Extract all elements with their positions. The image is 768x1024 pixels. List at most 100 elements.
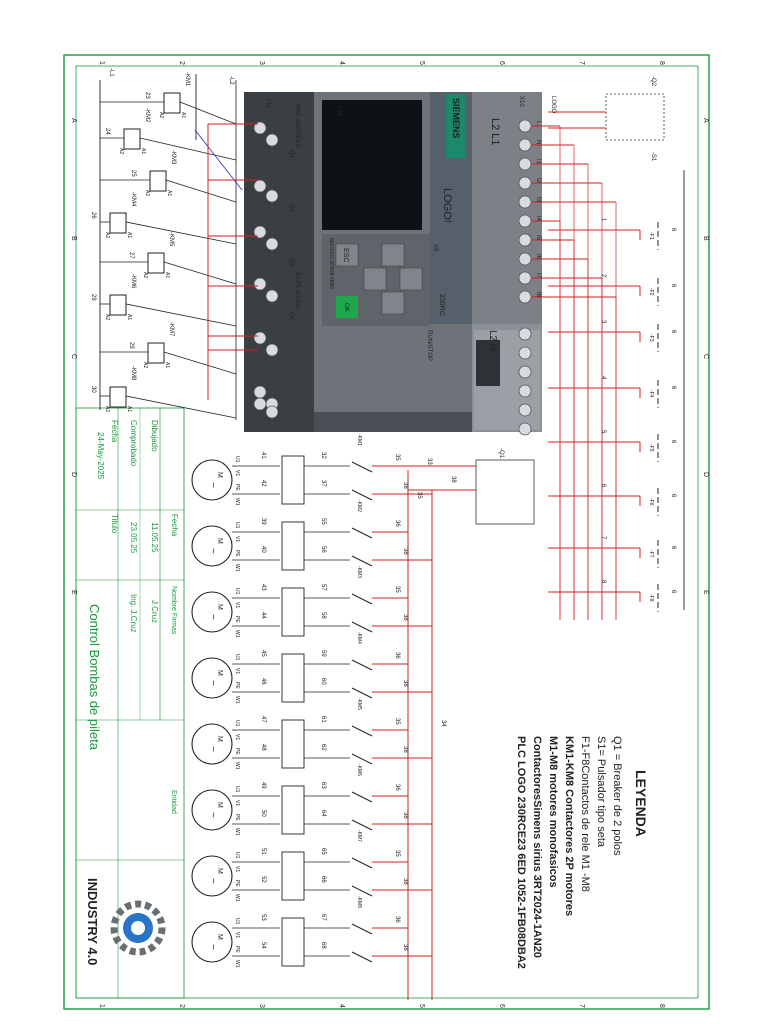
breaker-q2-label: -Q2 bbox=[650, 76, 656, 87]
motor-symbol bbox=[191, 591, 233, 633]
motor-terminal: PE bbox=[234, 748, 240, 755]
coil-terminal: A2 bbox=[158, 112, 164, 118]
contactor-contact bbox=[351, 489, 373, 501]
terminal-screw bbox=[265, 133, 279, 147]
coil-terminal: A1 bbox=[140, 148, 146, 154]
wire-number: 6 bbox=[670, 330, 676, 334]
grid-number: 5 bbox=[418, 61, 425, 65]
motor-terminal: U1 bbox=[234, 654, 240, 661]
rail-label: -L1 bbox=[108, 68, 114, 77]
terminal-screw bbox=[265, 289, 279, 303]
wire-number: 54 bbox=[260, 942, 266, 949]
wire-number: 6 bbox=[670, 386, 676, 390]
terminal-screw bbox=[518, 214, 532, 228]
contactor-contact bbox=[351, 885, 373, 897]
wire-number: 45 bbox=[260, 650, 266, 657]
wire-number: 35 bbox=[394, 718, 400, 725]
contactor-label: -KM8 bbox=[356, 896, 362, 908]
wire-number: 6 bbox=[670, 284, 676, 288]
bus-label: 33 bbox=[426, 458, 432, 465]
coil-wire bbox=[179, 101, 237, 125]
motor-terminal: V1 bbox=[234, 536, 240, 542]
output-label: Q2 bbox=[288, 204, 294, 213]
plc-lan: X1 P1 (ELAN) bbox=[294, 272, 300, 310]
motor-label: M bbox=[216, 670, 223, 676]
motor-symbol bbox=[191, 525, 233, 567]
contactor-contact bbox=[351, 527, 373, 539]
dib-nombre: J.Cruz bbox=[150, 600, 159, 623]
breaker-q2: -Q2 -S1 bbox=[605, 76, 665, 162]
wire-number: 25 bbox=[130, 170, 136, 177]
motor-ac-glyph: ~ bbox=[207, 680, 218, 686]
input-wire-number: 6 bbox=[600, 484, 606, 488]
plc-esc-label: ESC bbox=[342, 248, 349, 262]
wire-number: 23 bbox=[144, 92, 150, 99]
coil-terminal: A1 bbox=[164, 272, 170, 278]
terminal-label: I7 bbox=[535, 273, 541, 279]
coil-wire bbox=[139, 137, 237, 161]
grid-number: 1 bbox=[98, 1004, 105, 1008]
wire-number: 29 bbox=[128, 342, 134, 349]
contactor-contact bbox=[351, 819, 373, 831]
terminal-screw bbox=[265, 343, 279, 357]
motor-label: M bbox=[216, 736, 223, 742]
relay-label: -F3 bbox=[648, 334, 654, 342]
input-wire-number: 7 bbox=[600, 536, 606, 540]
wire-number: 42 bbox=[260, 480, 266, 487]
motor-ac-glyph: ~ bbox=[207, 878, 218, 884]
terminal-label: N bbox=[535, 140, 541, 144]
wire-number: 61 bbox=[320, 716, 326, 723]
terminal-screw bbox=[518, 157, 532, 171]
input-wire-number: 5 bbox=[600, 430, 606, 434]
plc-ok-label: OK bbox=[343, 303, 349, 312]
wire-number: 60 bbox=[320, 678, 326, 685]
plc-esc-button[interactable] bbox=[335, 243, 359, 267]
grid-number: 4 bbox=[338, 1004, 345, 1008]
coil-symbol bbox=[109, 294, 127, 316]
wire-number: 38 bbox=[402, 614, 408, 621]
motor-terminal: W1 bbox=[234, 696, 240, 704]
plc-arrow-buttons[interactable] bbox=[363, 243, 423, 315]
coil-symbol bbox=[109, 386, 127, 408]
wire-number: 51 bbox=[260, 848, 266, 855]
motor-ac-glyph: ~ bbox=[207, 614, 218, 620]
terminal-label: I2 bbox=[535, 178, 541, 184]
motor-label: M bbox=[216, 802, 223, 808]
plc-ok-button[interactable] bbox=[336, 296, 358, 318]
overload-relay bbox=[281, 521, 305, 571]
wire-number: 35 bbox=[394, 850, 400, 857]
motor-terminal: U1 bbox=[234, 786, 240, 793]
terminal-screw bbox=[518, 195, 532, 209]
coil-label: -KM8 bbox=[130, 366, 136, 381]
input-wire-number: 3 bbox=[600, 320, 606, 324]
motor-terminal: W1 bbox=[234, 762, 240, 770]
motor-terminal: V1 bbox=[234, 866, 240, 872]
motor-terminal: V1 bbox=[234, 602, 240, 608]
grid-letter: B bbox=[70, 236, 77, 241]
wire-number: 36 bbox=[394, 916, 400, 923]
bus-label: 35 bbox=[416, 492, 422, 499]
motor-terminal: V1 bbox=[234, 668, 240, 674]
wiring: -L1-L2 bbox=[99, 68, 685, 1000]
wire-number: 35 bbox=[394, 586, 400, 593]
grid-number: 6 bbox=[498, 61, 505, 65]
relay-label: -F8 bbox=[648, 594, 654, 602]
contactor-contact bbox=[351, 659, 373, 671]
terminal-screw bbox=[253, 121, 267, 135]
relay-label: -F2 bbox=[648, 288, 654, 296]
bus-label: 38 bbox=[450, 476, 456, 483]
motor-terminal: PE bbox=[234, 484, 240, 491]
terminal-screw bbox=[518, 365, 532, 379]
terminal-screw bbox=[253, 385, 267, 399]
overload-relay bbox=[281, 785, 305, 835]
terminal-screw bbox=[518, 384, 532, 398]
motor-label: M bbox=[216, 868, 223, 874]
contactor-label: -KM5 bbox=[356, 698, 362, 710]
comp-nombre: Ing. J.Cruz bbox=[129, 594, 138, 633]
terminal-label: I5 bbox=[535, 235, 541, 241]
motor-terminal: U1 bbox=[234, 720, 240, 727]
wire-number: 39 bbox=[260, 518, 266, 525]
grid-letter: C bbox=[70, 354, 77, 359]
